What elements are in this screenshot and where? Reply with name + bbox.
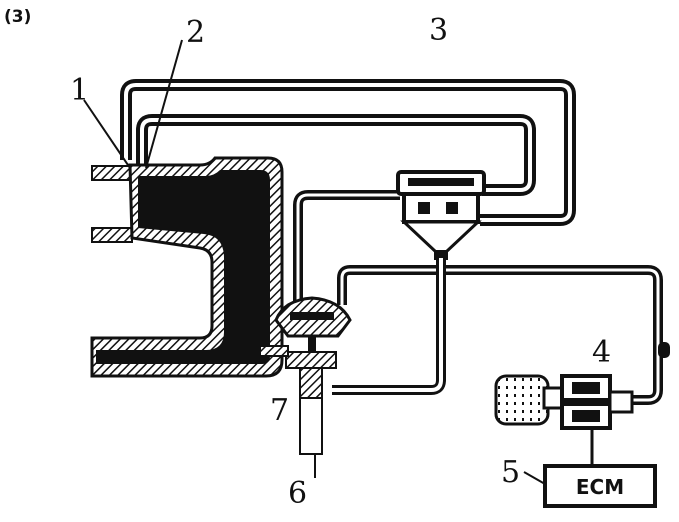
vacuum-hose-egr (293, 190, 400, 305)
egr-vacuum-modulator (396, 170, 486, 260)
callout-6: 6 (288, 476, 307, 511)
callout-1: 1 (70, 73, 89, 108)
callout-3: 3 (429, 13, 448, 48)
leader-line-2 (145, 39, 183, 169)
leader-line-5 (523, 471, 546, 485)
callout-4: 4 (592, 335, 611, 370)
figure-label: (3) (4, 7, 31, 27)
vacuum-solenoid-valve (494, 342, 670, 430)
callout-2: 2 (186, 15, 205, 50)
ecm-label: ECM (576, 475, 624, 499)
callout-5: 5 (501, 455, 520, 490)
callout-7: 7 (270, 393, 289, 428)
leader-line-1 (83, 99, 131, 169)
ecm-box (543, 464, 657, 508)
throttle-body (90, 156, 284, 378)
egr-valve (259, 296, 352, 455)
